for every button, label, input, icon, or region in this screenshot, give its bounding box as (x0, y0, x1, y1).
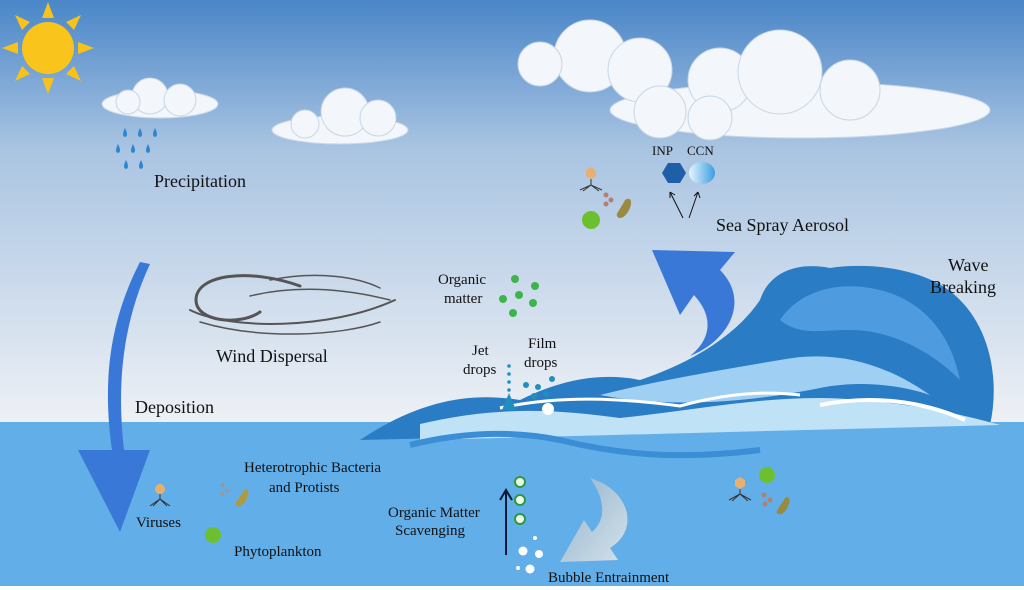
sea-spray-arrow (652, 250, 735, 356)
virus-icon (728, 477, 752, 502)
phytoplankton-icon (205, 527, 221, 543)
cloud-icon (517, 19, 991, 141)
virus-icon (149, 484, 171, 507)
viruses-label: Viruses (136, 515, 181, 531)
arrows-to-inp-ccn (669, 191, 701, 219)
virus-icon (579, 167, 603, 192)
cloud-icon (271, 87, 409, 145)
ccn-label: CCN (687, 143, 714, 158)
coated-bubbles-icon (514, 476, 526, 525)
scavenging-arrow (499, 488, 513, 555)
breaking-wave (360, 265, 1000, 459)
cloud-icon (101, 77, 219, 119)
bacteria-icon (220, 483, 249, 507)
bacteria-icon (776, 497, 790, 515)
deposition-label: Deposition (135, 397, 214, 417)
deposition-arrow (78, 262, 150, 532)
bacteria-icon (616, 198, 632, 218)
ccn-droplet-icon (689, 162, 715, 184)
organic-matter-dots-icon (499, 275, 539, 317)
wind-icon (189, 274, 396, 335)
bubble-entrainment-label: Bubble Entrainment (548, 570, 670, 586)
phytoplankton-icon (759, 467, 775, 483)
precipitation-label: Precipitation (154, 171, 246, 191)
sea-spray-aerosol-label: Sea Spray Aerosol (716, 215, 849, 235)
film-drops-icon (523, 376, 555, 399)
phytoplankton-label: Phytoplankton (234, 544, 322, 560)
wind-dispersal-label: Wind Dispersal (216, 346, 328, 366)
jet-drops-icon (502, 364, 516, 410)
sun-icon (2, 2, 94, 94)
sea (0, 422, 1024, 586)
phytoplankton-icon (582, 211, 600, 229)
bubble-entrainment-arrow (560, 478, 628, 562)
bubbles-icon (516, 536, 543, 574)
inp-hexagon-icon (662, 163, 686, 183)
inp-label: INP (652, 143, 673, 158)
rain-drops-icon (116, 128, 157, 169)
